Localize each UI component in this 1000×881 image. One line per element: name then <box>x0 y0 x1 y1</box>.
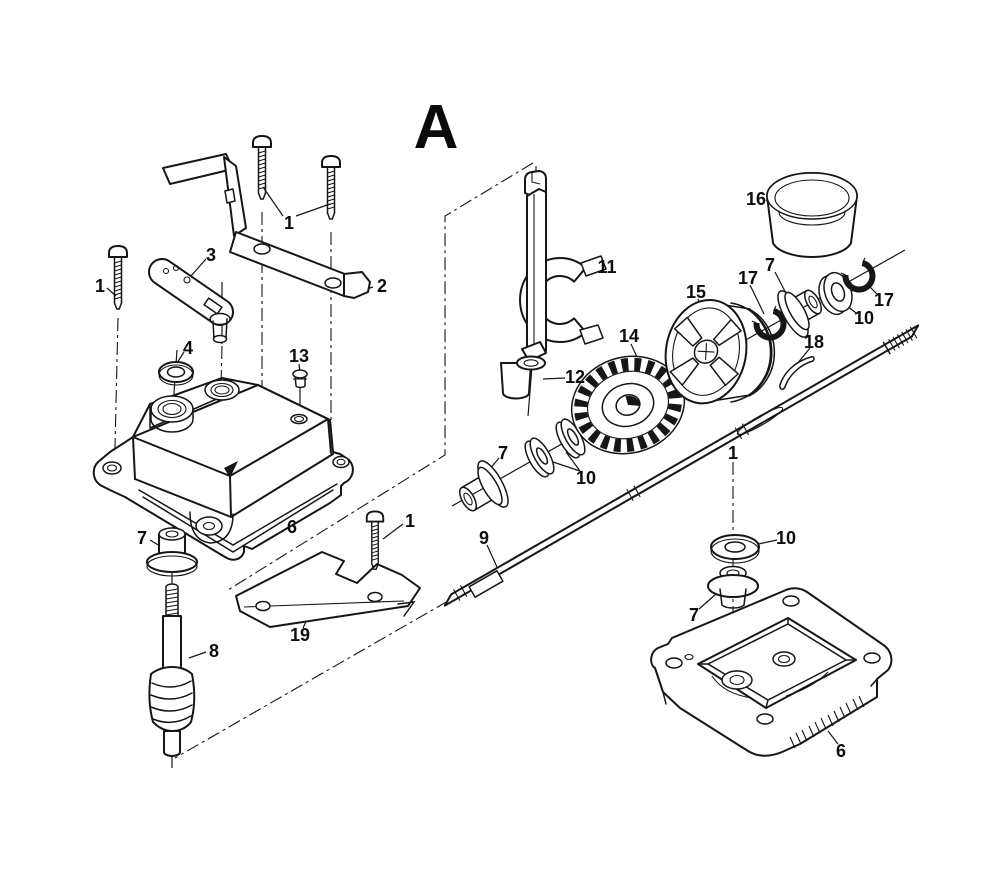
callout-vent-plug: 13 <box>289 346 309 366</box>
callout-shaft-key: 18 <box>804 332 824 352</box>
callout-worm-gear-shaft: 8 <box>209 641 219 661</box>
callout-shift-fork: 11 <box>597 257 616 277</box>
part-2-mounting-bracket <box>162 153 371 299</box>
part-9-axle-shaft <box>443 324 920 607</box>
part-15-drive-pulley <box>664 298 776 405</box>
part-6-gearcase-lower <box>650 587 893 757</box>
part-19-shift-plate <box>235 551 421 628</box>
part-4-seal-washer <box>158 361 194 386</box>
part-18-shaft-key <box>779 356 815 390</box>
part-6-gearcase-upper <box>92 377 354 561</box>
part-1-screw-top-right <box>321 155 341 220</box>
part-13-vent-plug <box>292 369 308 389</box>
part-3-shift-arm <box>148 258 234 344</box>
callout-bushing-middle: 7 <box>498 443 508 463</box>
callout-axle-shaft: 9 <box>479 528 489 548</box>
callout-mounting-bracket: 2 <box>377 276 387 296</box>
callout-screws-top-pair: 1 <box>284 213 294 233</box>
callout-dust-cup: 16 <box>746 189 766 209</box>
part-7-bushing-right <box>777 289 823 338</box>
part-1-screw-left <box>108 245 128 310</box>
callout-washers-middle: 10 <box>576 468 596 488</box>
callout-screw-middle: 1 <box>405 511 415 531</box>
callout-bushing-left: 7 <box>137 528 147 548</box>
callout-shift-plate: 19 <box>290 625 310 645</box>
callout-screw-lower-right: 1 <box>728 443 738 463</box>
callout-bushing-lower: 7 <box>689 605 699 625</box>
callout-clip-rear: 17 <box>874 290 894 310</box>
part-14-drive-gear <box>570 355 686 455</box>
callout-labels: A 1 2 3 1 4 13 16 11 15 17 7 17 10 14 12… <box>95 93 894 761</box>
callout-screw-left: 1 <box>95 276 105 296</box>
part-10-washer-middle-b <box>555 418 586 459</box>
part-7-bushing-middle <box>458 460 509 512</box>
callout-clip-front: 17 <box>738 268 758 288</box>
part-10-washer-lower <box>710 534 760 564</box>
part-1-screw-middle <box>365 510 385 571</box>
callout-shift-arm: 3 <box>206 245 216 265</box>
callout-washer-lower: 10 <box>776 528 796 548</box>
part-1-screw-top-left <box>252 135 272 200</box>
part-7-bushing-left <box>146 527 198 577</box>
callout-spacer-bushing: 12 <box>565 367 585 387</box>
callout-drive-gear: 14 <box>619 326 639 346</box>
section-label: A <box>414 93 459 162</box>
part-16-dust-cup <box>766 172 858 258</box>
part-10-washer-middle-a <box>524 437 555 478</box>
callout-gearcase-upper: 6 <box>287 517 297 537</box>
callout-seal-washer: 4 <box>183 338 193 358</box>
callout-gearcase-lower: 6 <box>836 741 846 761</box>
part-11-shift-fork <box>519 170 607 362</box>
part-8-worm-gear-shaft <box>148 572 196 768</box>
callout-bushing-right: 7 <box>765 255 775 275</box>
callout-washer-right: 10 <box>854 308 874 328</box>
part-7-bushing-lower <box>707 565 759 609</box>
callout-drive-pulley: 15 <box>686 282 706 302</box>
part-12-spacer-bushing <box>500 355 546 400</box>
